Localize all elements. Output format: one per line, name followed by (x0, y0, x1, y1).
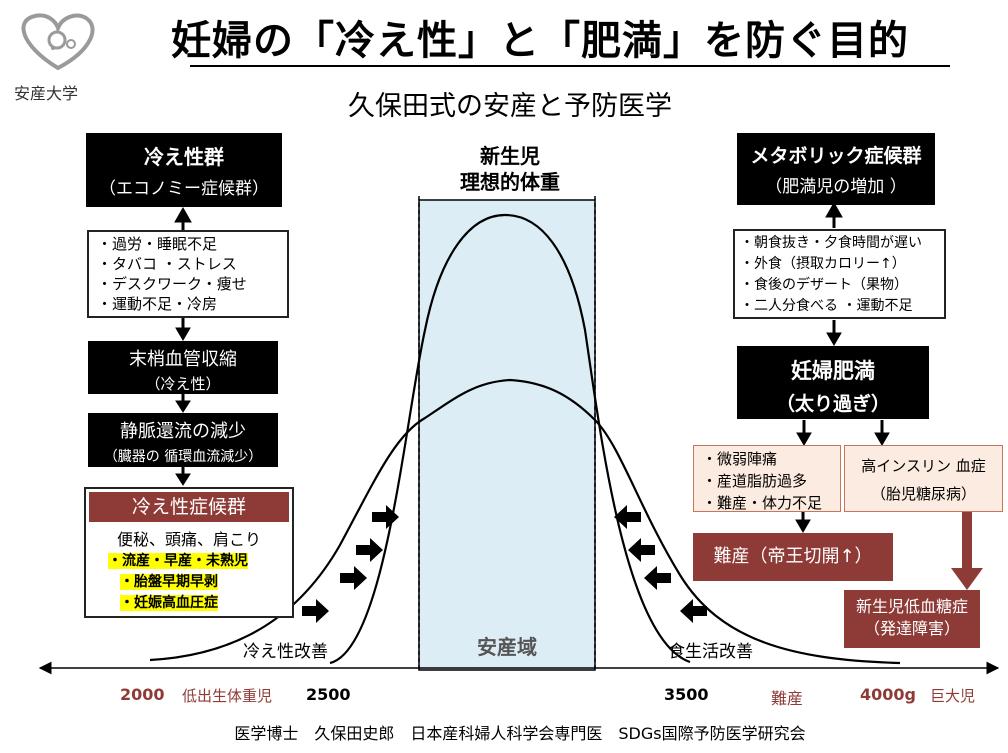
obesity-risk-list: ・微弱陣痛 ・産道脂肪過多 ・難産・体力不足 (693, 445, 841, 512)
chill-syndrome-symptoms: 便秘、頭痛、肩こり (116, 530, 261, 549)
logo-caption: 安産大学 (14, 84, 79, 103)
logo-heart-icon (21, 13, 95, 71)
macrosomia-label: 巨大児 (930, 687, 976, 705)
chill-improvement-label: 冷え性改善 (243, 642, 328, 662)
improve-arrows-right (614, 505, 707, 623)
tick-2000: 2000 (120, 685, 165, 704)
syndrome-item: ・流産・早産・未熟児 (108, 553, 248, 569)
page-title: 妊婦の「冷え性」と「肥満」を防ぐ目的 (171, 18, 909, 64)
low-birth-weight-label: 低出生体重児 (182, 687, 273, 705)
newborn-ideal-weight-label: 新生児 理想的体重 (460, 144, 560, 194)
safe-zone-band (418, 199, 596, 671)
ideal-curve (329, 213, 691, 665)
metabolic-causes-list: ・朝食抜き・夕食時間が遅い ・外食（摂取カロリー↑） ・食後のデザート（果物） … (733, 229, 946, 319)
diet-improvement-label: 食生活改善 (668, 642, 753, 662)
safe-zone-label: 安産域 (477, 635, 537, 659)
population-curve (149, 378, 901, 665)
metabolic-group-box: メタボリック症候群 （肥満児の増加 ） (737, 133, 935, 205)
page-subtitle: 久保田式の安産と予防医学 (348, 91, 672, 122)
tick-4000g: 4000g (860, 685, 916, 704)
title-underline (190, 65, 950, 67)
footer-credits: 医学博士 久保田史郎 日本産科婦人科学会専門医 SDGs国際予防医学研究会 (234, 724, 806, 743)
tick-2500: 2500 (306, 685, 351, 704)
right-flow-arrows (795, 201, 890, 533)
maroon-arrow (951, 512, 983, 590)
dystocia-box: 難産（帝王切開↑） (693, 533, 893, 581)
dystocia-axis-label: 難産 (771, 689, 804, 708)
neonatal-hypoglycemia-box: 新生児低血糖症 （発達障害） (844, 590, 980, 648)
maternal-obesity-box: 妊婦肥満 （太り過ぎ） (737, 346, 929, 419)
hyperinsulinemia-box: 高インスリン 血症 （胎児糖尿病） (844, 445, 1003, 512)
syndrome-item: ・胎盤早期早剥 (120, 574, 218, 590)
syndrome-item: ・妊娠高血圧症 (120, 595, 218, 611)
chill-group-box: 冷え性群 （エコノミー症候群） (86, 133, 282, 207)
improve-arrows-left (302, 505, 399, 623)
left-flow-arrows (174, 206, 192, 486)
tick-3500: 3500 (664, 685, 709, 704)
venous-return-box: 静脈還流の減少 （臓器の 循環血流減少） (88, 413, 278, 467)
chill-syndrome-title: 冷え性症候群 (89, 492, 289, 522)
chill-causes-list: ・過労・睡眠不足 ・タバコ ・ストレス ・デスクワーク・痩せ ・運動不足・冷房 (87, 230, 289, 318)
chill-syndrome-box: 冷え性症候群 便秘、頭痛、肩こり ・流産・早産・未熟児 ・胎盤早期早剥 ・妊娠高… (84, 487, 294, 618)
peripheral-vasoconstriction-box: 末梢血管収縮 （冷え性） (88, 341, 278, 394)
